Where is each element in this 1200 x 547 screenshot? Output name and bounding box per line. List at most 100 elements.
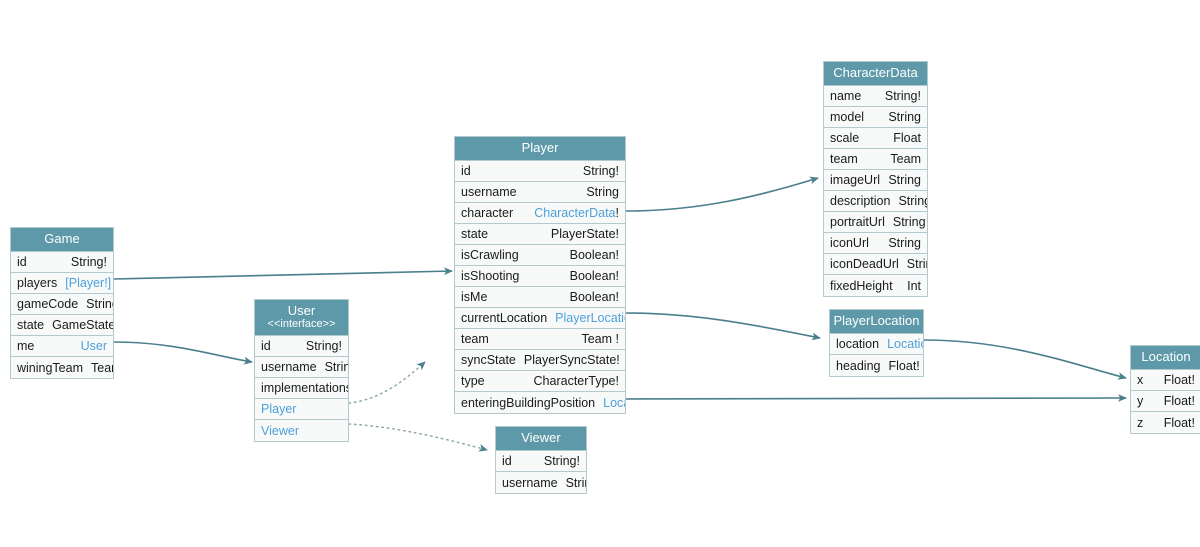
field-location-x[interactable]: x Float! [1131,370,1200,391]
field-name: fixedHeight [830,278,893,293]
entity-characterdata-header: CharacterData [824,62,927,86]
field-name: character [461,206,514,220]
field-type: String! [582,164,619,178]
field-characterdata-iconurl[interactable]: iconUrl String [824,233,927,254]
field-game-id[interactable]: id String! [11,252,113,273]
entity-user-stereotype: <<interface>> [267,318,336,330]
field-type: Boolean! [569,290,619,304]
field-characterdata-icondeadurl[interactable]: iconDeadUrl String [824,254,927,275]
field-name: z [1137,415,1144,430]
field-viewer-id[interactable]: id String! [496,451,586,472]
entity-user-title: User [287,303,316,318]
field-type: Team [890,152,921,166]
field-name: scale [830,131,860,145]
entity-characterdata-title: CharacterData [833,65,918,80]
field-type-link: CharacterData [534,206,616,220]
field-name: syncState [461,353,516,367]
edge-game-me-to-user [112,341,253,365]
entity-characterdata[interactable]: CharacterData name String! model String … [823,61,928,297]
field-game-players[interactable]: players [Player!] [11,273,113,294]
field-characterdata-fixedheight[interactable]: fixedHeight Int [824,275,927,296]
field-user-id[interactable]: id String! [255,336,348,357]
field-name: id [502,454,512,468]
field-player-enteringbuildingposition[interactable]: enteringBuildingPosition Location [455,392,625,413]
field-name: state [461,227,489,241]
field-name: imageUrl [830,173,881,187]
field-player-id[interactable]: id String! [455,161,625,182]
edge-player-currentlocation-to-playerlocation [625,312,821,341]
field-type: Float! [1163,394,1195,408]
field-player-iscrawling[interactable]: isCrawling Boolean! [455,245,625,266]
field-type: String [586,185,619,199]
field-characterdata-name[interactable]: name String! [824,86,927,107]
field-type: Float! [1163,373,1195,387]
field-name: iconDeadUrl [830,257,899,271]
entity-location-title: Location [1141,349,1191,364]
field-characterdata-scale[interactable]: scale Float [824,128,927,149]
field-name: y [1137,394,1144,408]
field-name: id [17,255,27,269]
field-type: String! [305,339,342,353]
field-playerlocation-heading[interactable]: heading Float! [830,355,923,376]
field-location-z[interactable]: z Float! [1131,412,1200,433]
field-game-state[interactable]: state GameState! [11,315,113,336]
field-type: String [565,475,586,490]
field-name: id [461,164,471,178]
field-characterdata-description[interactable]: description String [824,191,927,212]
field-type: User [80,339,107,353]
field-type: String [324,360,348,374]
field-characterdata-imageurl[interactable]: imageUrl String [824,170,927,191]
user-implementation-viewer[interactable]: Viewer [255,420,348,441]
field-player-username[interactable]: username String [455,182,625,203]
entity-game[interactable]: Game id String! players [Player!] gameCo… [10,227,114,379]
entity-game-title: Game [44,231,80,246]
edge-user-player-impl [348,361,426,404]
entity-playerlocation[interactable]: PlayerLocation location Location! headin… [829,309,924,377]
field-player-currentlocation[interactable]: currentLocation PlayerLocation! [455,308,625,329]
field-name: currentLocation [461,311,548,325]
field-type: Location [603,395,625,410]
field-name: location [836,337,880,351]
field-player-type[interactable]: type CharacterType! [455,371,625,392]
field-user-username[interactable]: username String [255,357,348,378]
field-type: Float! [1163,415,1195,430]
field-player-state[interactable]: state PlayerState! [455,224,625,245]
field-player-team[interactable]: team Team ! [455,329,625,350]
edge-user-viewer-impl [348,423,488,452]
field-player-character[interactable]: character CharacterData! [455,203,625,224]
field-name: enteringBuildingPosition [461,395,596,410]
field-game-me[interactable]: me User [11,336,113,357]
field-name: isCrawling [461,248,519,262]
field-type: Float [893,131,921,145]
user-implementation-player[interactable]: Player [255,399,348,420]
field-location-y[interactable]: y Float! [1131,391,1200,412]
field-name: me [17,339,35,353]
field-name: isShooting [461,269,520,283]
field-characterdata-model[interactable]: model String [824,107,927,128]
field-game-winingteam[interactable]: winingTeam Team [11,357,113,378]
entity-location[interactable]: Location x Float! y Float! z Float! [1130,345,1200,434]
field-player-syncstate[interactable]: syncState PlayerSyncState! [455,350,625,371]
field-game-gamecode[interactable]: gameCode String! [11,294,113,315]
field-viewer-username[interactable]: username String [496,472,586,493]
field-type: CharacterData! [526,206,619,220]
entity-viewer-title: Viewer [521,430,561,445]
field-characterdata-portraiturl[interactable]: portraitUrl String [824,212,927,233]
field-type: String! [884,89,921,103]
field-name: model [830,110,865,124]
field-type: CharacterType! [533,374,619,388]
entity-game-header: Game [11,228,113,252]
field-player-isshooting[interactable]: isShooting Boolean! [455,266,625,287]
field-characterdata-team[interactable]: team Team [824,149,927,170]
entity-player[interactable]: Player id String! username String charac… [454,136,626,414]
field-type: String! [86,297,113,311]
field-player-isme[interactable]: isMe Boolean! [455,287,625,308]
field-playerlocation-location[interactable]: location Location! [830,334,923,355]
field-type: GameState! [52,318,113,332]
field-type: Team [91,360,113,375]
field-type: Float! [888,358,920,373]
entity-user[interactable]: User <<interface>> id String! username S… [254,299,349,442]
field-type: Boolean! [569,248,619,262]
field-type: PlayerLocation! [547,311,625,325]
entity-viewer[interactable]: Viewer id String! username String [495,426,587,494]
